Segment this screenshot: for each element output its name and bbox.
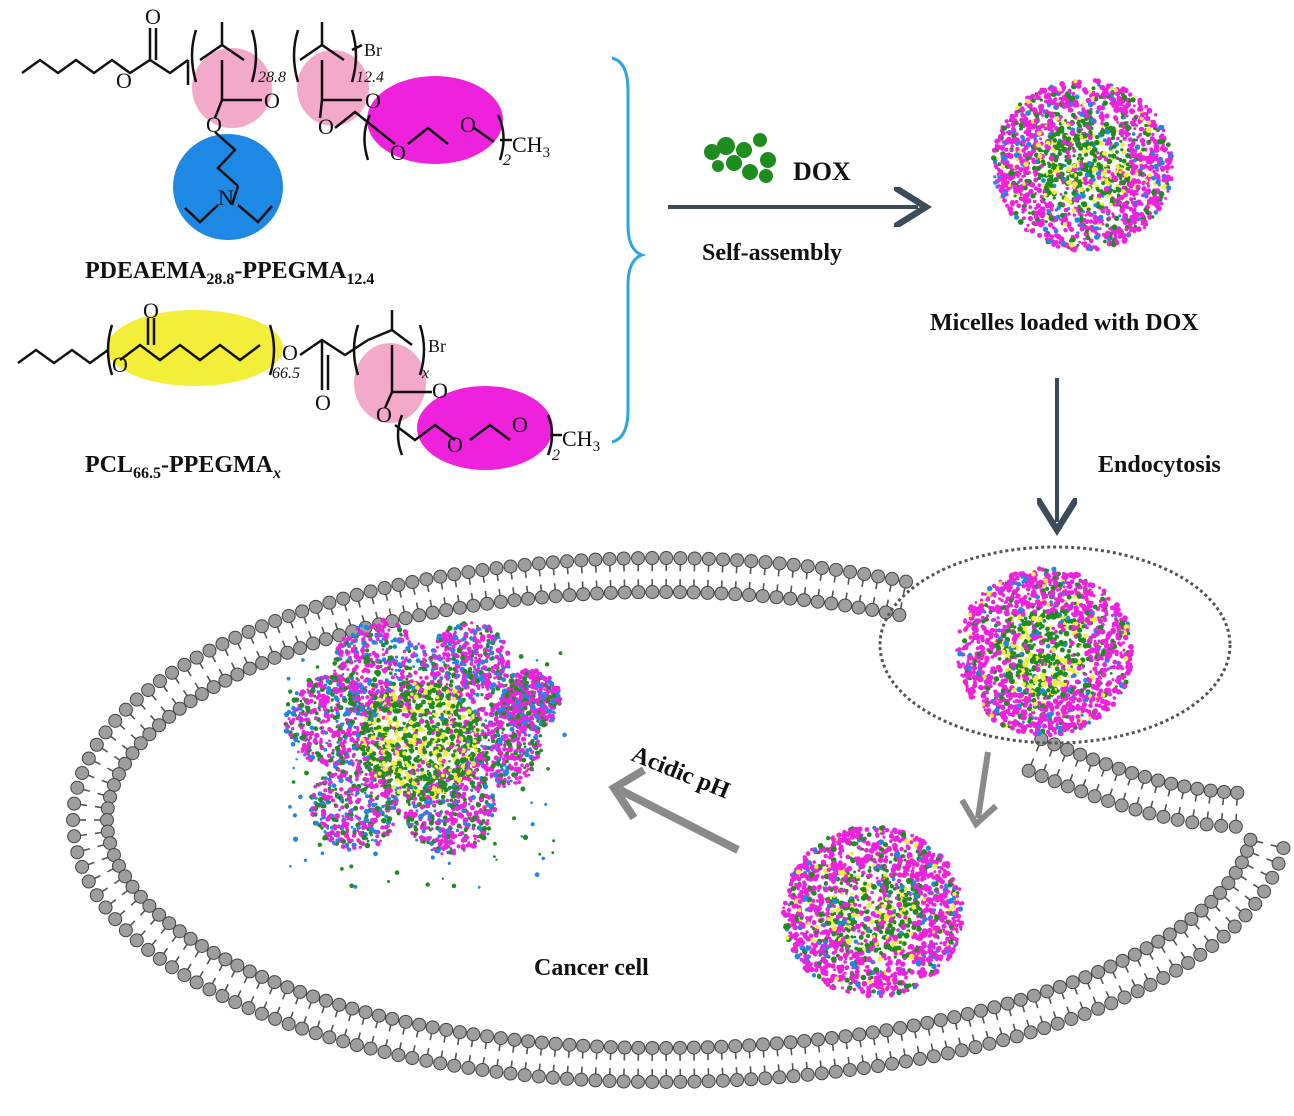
atom-label: O (460, 112, 476, 137)
methacrylate-unit-blob (192, 48, 272, 128)
atom-label: O (390, 140, 406, 165)
endosome-outline (878, 545, 1232, 745)
atom-label: O (145, 4, 161, 29)
subscript-label: 2 (552, 447, 560, 464)
grouping-brace (611, 56, 647, 444)
atom-label: O (432, 378, 448, 403)
subscript-label: 2 (503, 152, 511, 169)
subscript-label: x (421, 365, 429, 382)
self-assembly-label: Self-assembly (702, 240, 842, 266)
methacrylate-unit-blob (297, 50, 369, 126)
atom-label: O (365, 88, 381, 113)
atom-label: N (218, 185, 234, 210)
atom-label: CH3 (562, 426, 600, 455)
pcl-blob (107, 310, 283, 386)
micelles-label: Micelles loaded with DOX (930, 310, 1199, 336)
released-micelle (780, 825, 965, 999)
dox-loaded-micelle (991, 78, 1174, 253)
polymer2-name: PCL66.5-PPEGMAx (85, 452, 281, 482)
atom-label: O (512, 412, 528, 437)
polymer2-structure: O O O O O O O O 66.5 x Br 2 CH3 (17, 298, 600, 470)
subscript-label: 12.4 (356, 69, 384, 86)
pegma-blob (367, 76, 503, 164)
polymer1-name: PDEAEMA28.8-PPEGMA12.4 (85, 258, 374, 288)
atom-label: O (112, 352, 128, 377)
endocytosed-micelle (955, 566, 1134, 738)
acidic-ph-arrow (608, 766, 740, 854)
atom-label: O (116, 68, 132, 93)
endocytosis-label: Endocytosis (1098, 452, 1221, 478)
dox-label: DOX (793, 157, 851, 186)
atom-label: Br (364, 40, 382, 60)
dox-molecules-icon (704, 133, 776, 183)
atom-label: O (318, 114, 334, 139)
atom-label: O (143, 298, 159, 323)
atom-label: CH3 (512, 132, 550, 161)
atom-label: O (376, 402, 392, 427)
atom-label: O (315, 390, 331, 415)
polymer1-structure: O O O O O O O O N 28.8 12.4 Br 2 CH3 (21, 4, 550, 240)
atom-label: Br (428, 336, 446, 356)
disassembled-micelle (283, 617, 567, 889)
cancer-cell-label: Cancer cell (534, 955, 649, 981)
atom-label: O (447, 432, 463, 457)
atom-label: O (206, 112, 222, 137)
cell-membrane (66, 551, 1291, 1089)
atom-label: O (264, 88, 280, 113)
subscript-label: 66.5 (272, 365, 300, 382)
atom-label: O (282, 340, 298, 365)
pdeaema-blob (173, 134, 283, 240)
release-arrow (959, 751, 999, 829)
subscript-label: 28.8 (258, 69, 286, 86)
methacrylate-unit-blob (354, 343, 426, 423)
